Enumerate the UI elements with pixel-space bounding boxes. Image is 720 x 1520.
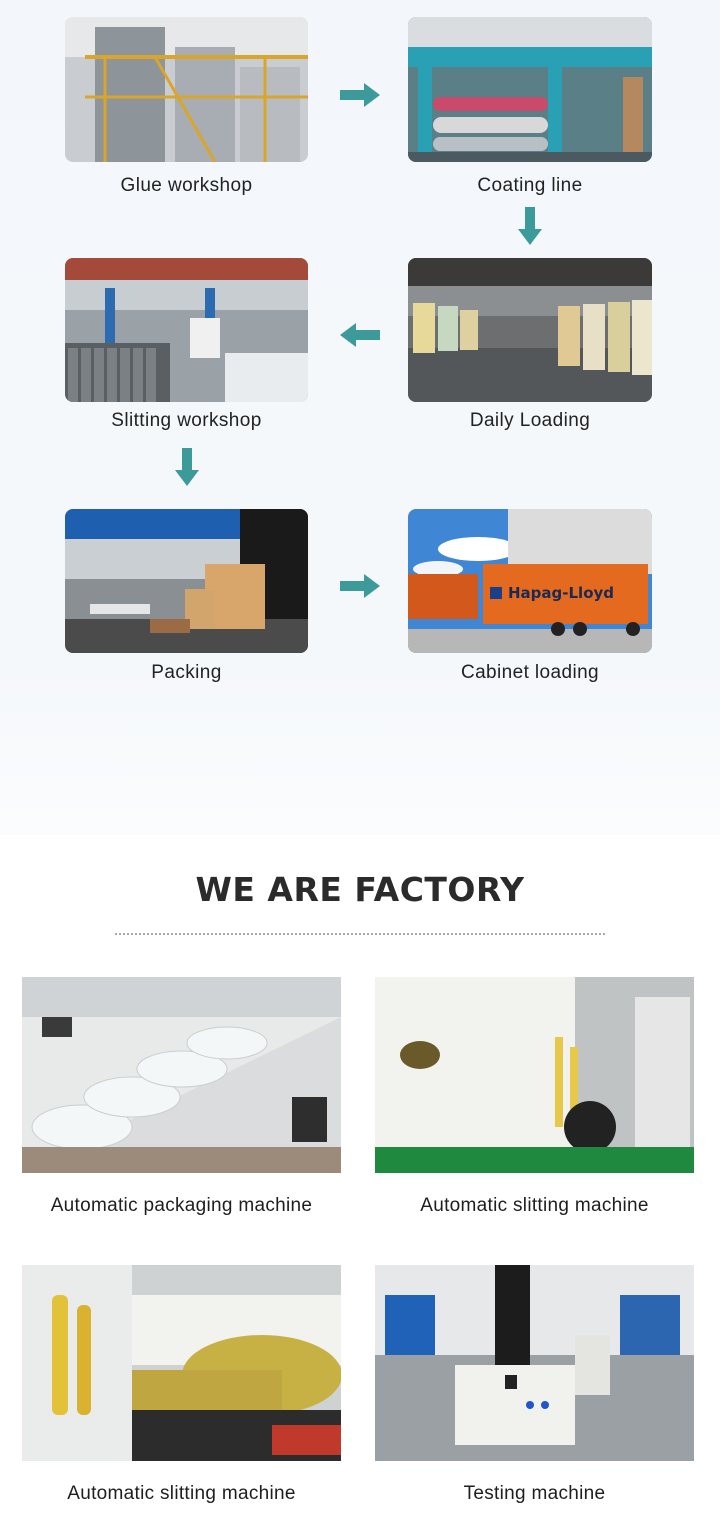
- machine-label: Automatic slitting machine: [67, 1483, 296, 1504]
- glue-workshop-label: Glue workshop: [120, 175, 253, 196]
- packing-photo: [65, 509, 308, 653]
- arrow-right-icon: [340, 574, 380, 598]
- arrow-right-icon: [340, 83, 380, 107]
- glue-workshop-photo: [65, 17, 308, 162]
- arrow-down-icon: [518, 207, 542, 245]
- arrow-left-icon: [340, 323, 380, 347]
- machine-label: Automatic packaging machine: [50, 1195, 313, 1216]
- packaging-machine-photo: [22, 977, 341, 1173]
- container-label: Hapag-Lloyd: [508, 584, 614, 602]
- daily-loading-label: Daily Loading: [469, 410, 591, 431]
- packing-label: Packing: [151, 662, 222, 683]
- cabinet-loading-label: Cabinet loading: [460, 662, 600, 683]
- section-heading: WE ARE FACTORY: [195, 870, 525, 909]
- slitting-machine-photo: [22, 1265, 341, 1461]
- machine-label: Testing machine: [463, 1483, 606, 1504]
- slitting-machine-photo: [375, 977, 694, 1173]
- testing-machine-photo: [375, 1265, 694, 1461]
- process-section: Glue workshop Coating line: [0, 0, 720, 835]
- cabinet-loading-photo: Hapag-Lloyd: [408, 509, 652, 653]
- arrow-down-icon: [175, 448, 199, 486]
- machine-label: Automatic slitting machine: [420, 1195, 649, 1216]
- dotted-divider: [115, 933, 605, 935]
- daily-loading-photo: [408, 258, 652, 402]
- coating-line-photo: [408, 17, 652, 162]
- slitting-workshop-photo: [65, 258, 308, 402]
- coating-line-label: Coating line: [477, 175, 583, 196]
- slitting-workshop-label: Slitting workshop: [111, 410, 262, 431]
